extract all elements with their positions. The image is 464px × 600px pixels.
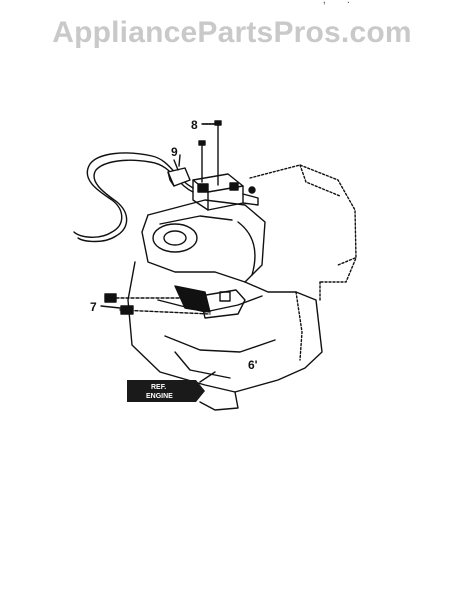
callout-7: 7 xyxy=(90,300,97,314)
ref-engine-tag-line2: ENGINE xyxy=(146,393,173,400)
spark-plug-7 xyxy=(104,285,246,319)
callout-8: 8 xyxy=(191,118,198,132)
callout-9: 9 xyxy=(171,145,178,159)
ref-engine-tag-line1: REF. xyxy=(151,384,166,391)
watermark-text: AppliancePartsPros.com xyxy=(52,16,412,49)
engine-body xyxy=(127,164,357,411)
cropped-header-fragment: ' ', ~~ '.' xyxy=(315,0,352,6)
ref-engine-tag: REF. ENGINE xyxy=(127,380,205,402)
screw-8 xyxy=(198,120,222,186)
callout-6: 6' xyxy=(248,358,258,372)
wire-harness-9 xyxy=(73,152,194,243)
ignition-module xyxy=(192,173,259,211)
